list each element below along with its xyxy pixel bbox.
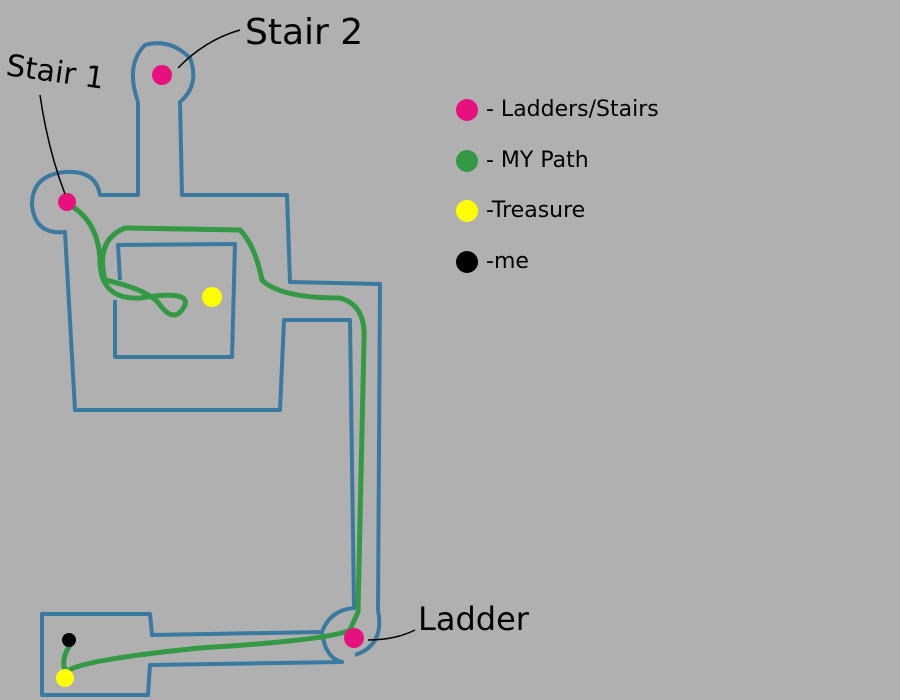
pink-dot-icon	[456, 98, 478, 121]
my-path	[61, 201, 367, 676]
legend-me: -me	[456, 249, 529, 274]
legend-stairs: - Ladders/Stairs	[456, 97, 659, 122]
legend-treasure: -Treasure	[456, 198, 585, 223]
stair2-label: Stair 2	[245, 12, 364, 53]
green-dot-icon	[456, 149, 478, 172]
yellow-dot-icon	[456, 199, 478, 222]
treasure-marker	[202, 287, 222, 307]
treasure-marker	[56, 669, 74, 687]
ladder-label: Ladder	[418, 600, 529, 638]
legend-label: - Ladders/Stairs	[486, 97, 659, 122]
stair2-marker	[152, 65, 172, 85]
legend-label: -Treasure	[486, 198, 586, 223]
stair2-pointer	[177, 29, 241, 69]
legend-label: -me	[486, 249, 529, 274]
legend-path: - MY Path	[456, 148, 589, 173]
stair1-marker	[58, 193, 76, 211]
ladder-pointer	[367, 629, 416, 641]
me-marker	[62, 633, 76, 647]
inner-room-wall	[113, 242, 237, 359]
outer-wall	[30, 41, 382, 697]
stair1-pointer	[39, 94, 66, 195]
black-dot-icon	[456, 250, 478, 273]
ladder-marker	[344, 628, 364, 648]
legend-label: - MY Path	[486, 148, 589, 173]
